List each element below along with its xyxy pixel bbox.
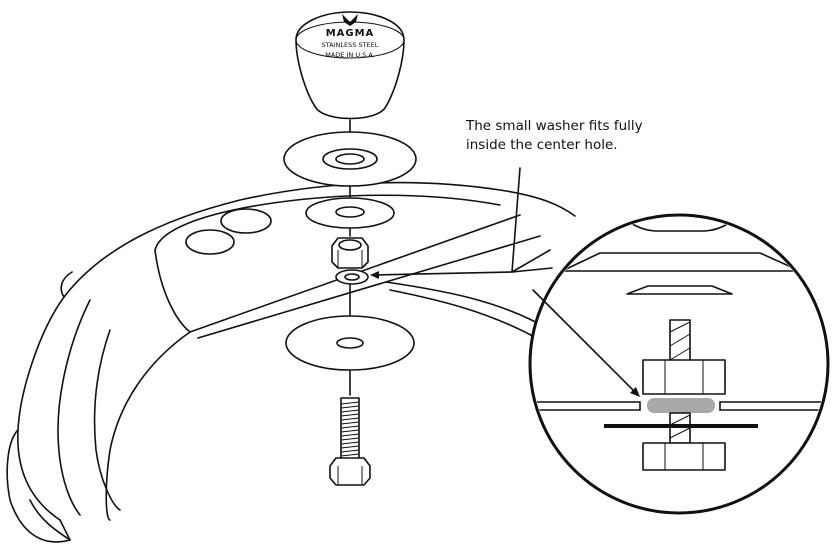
grill-lid — [6, 181, 576, 543]
bolt-thread-line — [340, 449, 360, 453]
callout-leader — [370, 167, 521, 279]
medium-washer — [305, 197, 395, 229]
bolt-thread-line — [340, 405, 360, 409]
knob-brand-text: MAGMA — [326, 28, 375, 39]
bolt-thread-line — [340, 421, 360, 425]
knob: MAGMA STAINLESS STEEL MADE IN U.S.A. — [295, 11, 405, 120]
bolt-thread-line — [340, 437, 360, 441]
callout-line-1: The small washer fits fully — [466, 118, 643, 134]
magma-logo: MAGMA STAINLESS STEEL MADE IN U.S.A. — [322, 14, 379, 59]
small-washer-highlight — [647, 398, 715, 413]
callout-line-2: inside the center hole. — [466, 137, 618, 153]
large-washer-bottom — [285, 315, 415, 371]
large-washer-top — [283, 131, 417, 187]
bolt-thread-line — [340, 433, 360, 437]
bolt-thread-line — [340, 453, 360, 457]
lid-vent-holes — [185, 208, 272, 255]
bolt-thread-line — [340, 401, 360, 405]
bolt — [329, 397, 371, 486]
bolt-thread-line — [340, 413, 360, 417]
bolt-thread-line — [340, 409, 360, 413]
hex-nut — [331, 237, 369, 269]
bolt-thread-line — [340, 417, 360, 421]
callout-text: The small washer fits fully inside the c… — [466, 117, 726, 155]
bolt-thread-line — [340, 441, 360, 445]
knob-line1-text: STAINLESS STEEL — [322, 41, 379, 49]
knob-line2-text: MADE IN U.S.A. — [325, 51, 375, 59]
bolt-thread-line — [340, 429, 360, 433]
small-washer — [335, 269, 369, 285]
bolt-thread-line — [340, 425, 360, 429]
zoom-detail-circle — [511, 213, 830, 515]
bolt-thread-line — [340, 445, 360, 449]
